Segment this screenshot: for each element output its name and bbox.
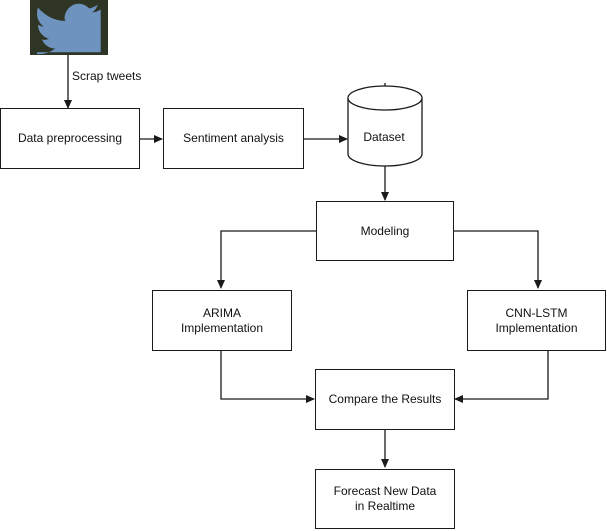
forecast-label-line1: Forecast New Data <box>333 484 437 498</box>
compare-results-label: Compare the Results <box>328 392 442 406</box>
scrape-tweets-label: Scrap tweets <box>72 69 142 83</box>
cnn-lstm-implementation-box: CNN-LSTM Implementation <box>467 290 606 351</box>
twitter-bird-icon <box>37 3 101 55</box>
twitter-logo <box>30 0 108 55</box>
cnn-lstm-label-line1: CNN-LSTM <box>505 305 568 320</box>
sentiment-analysis-box: Sentiment analysis <box>163 108 304 169</box>
arrow-cnn-lstm-to-compare <box>454 351 549 403</box>
arrow-modeling-to-cnn-lstm <box>454 230 542 289</box>
cnn-lstm-label-line2: Implementation <box>495 320 578 335</box>
data-preprocessing-label: Data preprocessing <box>17 131 123 145</box>
forecast-realtime-box: Forecast New Data in Realtime <box>315 469 455 529</box>
sentiment-analysis-label: Sentiment analysis <box>183 131 284 145</box>
arima-label-line2: Implementation <box>180 320 264 335</box>
data-preprocessing-box: Data preprocessing <box>0 108 140 169</box>
dataset-cylinder <box>347 83 423 167</box>
arima-implementation-box: ARIMA Implementation <box>152 290 292 351</box>
arima-label-line1: ARIMA <box>202 305 241 320</box>
arrow-arima-to-compare <box>220 351 315 403</box>
forecast-label-line2: in Realtime <box>354 499 416 513</box>
modeling-box: Modeling <box>316 201 454 261</box>
arrow-modeling-to-arima <box>217 230 316 289</box>
modeling-label: Modeling <box>360 223 410 238</box>
dataset-label: Dataset <box>363 130 405 144</box>
compare-results-box: Compare the Results <box>315 369 455 430</box>
